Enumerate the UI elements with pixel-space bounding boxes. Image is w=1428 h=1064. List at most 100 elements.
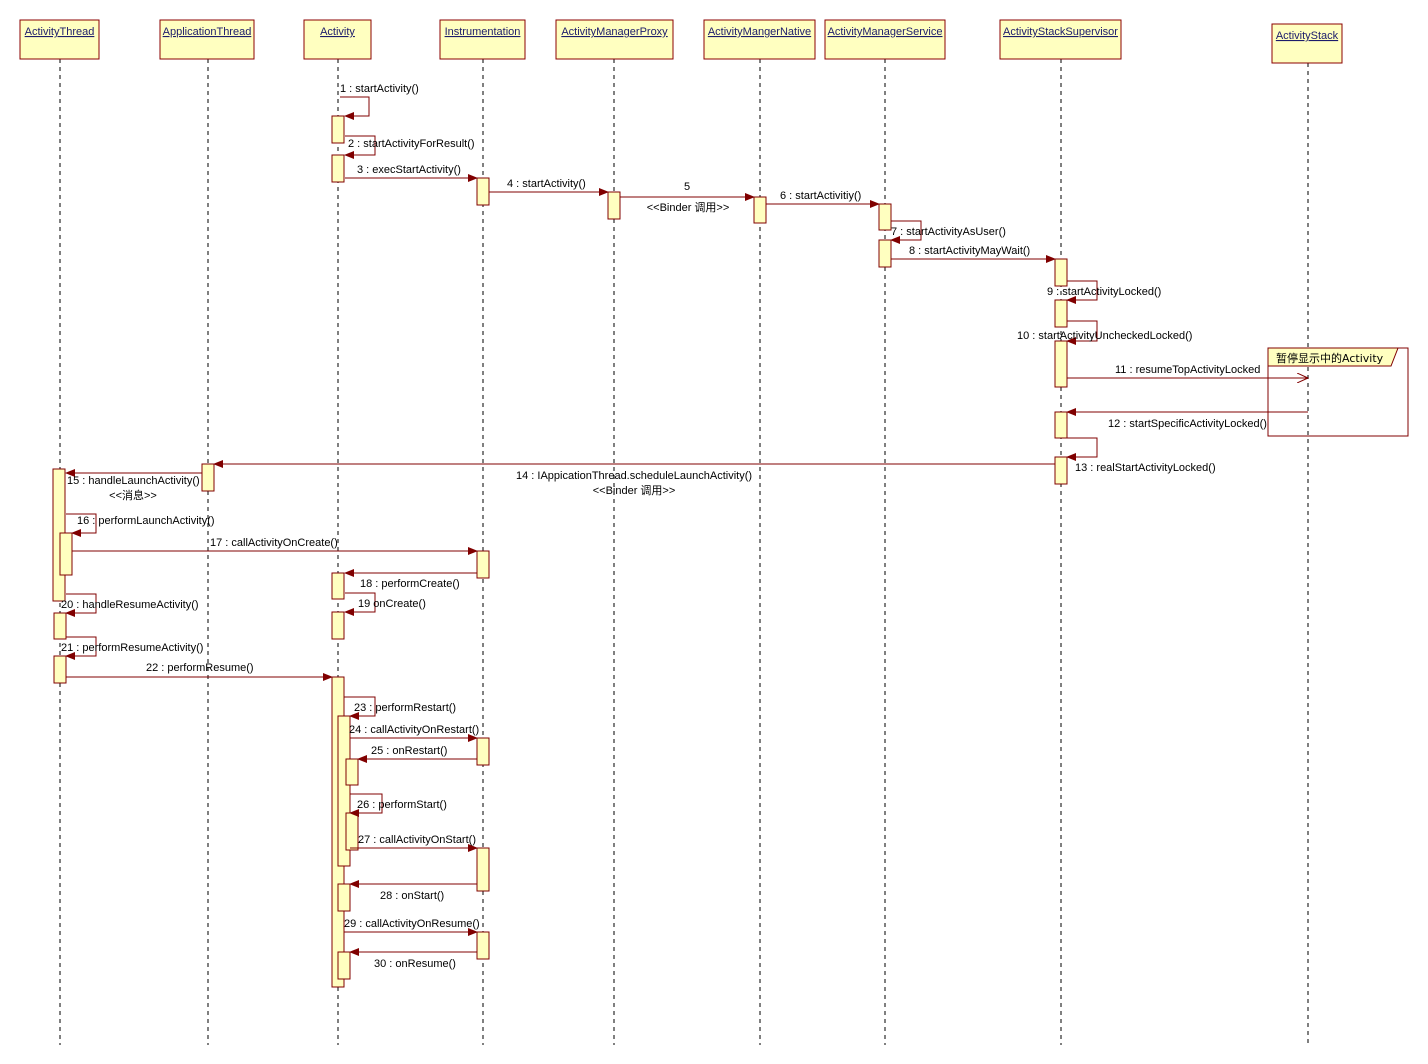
message-15[interactable]: 15 : handleLaunchActivity()<<消息>> [65, 469, 202, 502]
message-arrow [65, 636, 97, 660]
participant-amp[interactable]: ActivityManagerProxy [555, 19, 674, 60]
activation-bar-act-0 [331, 115, 345, 144]
participant-name: ApplicationThread [163, 26, 252, 38]
message-label: 17 : callActivityOnCreate() [210, 537, 338, 549]
message-arrow [1066, 437, 1098, 461]
message-6[interactable]: 6 : startActivitiy() [766, 190, 880, 208]
message-arrow [890, 220, 922, 244]
participant-name: ActivityStack [1276, 30, 1339, 42]
participant-ass[interactable]: ActivityStackSupervisor [999, 19, 1122, 60]
message-17[interactable]: 17 : callActivityOnCreate() [72, 537, 478, 555]
message-label: 15 : handleLaunchActivity() [67, 475, 200, 487]
activation-bar-act-19 [331, 611, 345, 640]
activation-bar-amp-3 [607, 191, 621, 220]
message-label: 16 : performLaunchActivity() [77, 515, 215, 527]
participant-name: ActivityMangerNative [708, 26, 811, 38]
message-label: 5 [684, 181, 690, 193]
message-14[interactable]: 14 : IAppicationThread.scheduleLaunchAct… [213, 460, 1055, 497]
activation-bar-ins-17 [476, 550, 490, 579]
message-21[interactable]: 21 : performResumeActivity() [61, 636, 203, 660]
participant-act[interactable]: Activity [303, 19, 372, 60]
activation-bar-ins-28 [476, 931, 490, 960]
message-16[interactable]: 16 : performLaunchActivity() [66, 513, 215, 537]
message-label: 3 : execStartActivity() [357, 164, 461, 176]
message-label: 27 : callActivityOnStart() [358, 834, 476, 846]
participant-at[interactable]: ActivityThread [19, 19, 100, 60]
participant-name: ActivityThread [25, 26, 95, 38]
message-label: 4 : startActivity() [507, 178, 586, 190]
message-arrow [349, 793, 383, 817]
participant-name: ActivityManagerService [828, 26, 943, 38]
participant-as[interactable]: ActivityStack [1271, 23, 1343, 64]
message-23[interactable]: 23 : performRestart() [344, 696, 456, 720]
message-28[interactable]: 28 : onStart() [349, 880, 477, 902]
message-label: 18 : performCreate() [360, 578, 460, 590]
activation-bar-apt-12 [201, 463, 215, 492]
message-label: 2 : startActivityForResult() [348, 138, 475, 150]
message-3[interactable]: 3 : execStartActivity() [345, 164, 478, 182]
message-12[interactable]: 12 : startSpecificActivityLocked() [1066, 408, 1308, 430]
message-label: 26 : performStart() [357, 799, 447, 811]
message-19[interactable]: 19 onCreate() [344, 592, 426, 616]
message-18[interactable]: 18 : performCreate() [344, 569, 477, 590]
activation-bar-ass-10 [1054, 411, 1068, 439]
activation-bar-act-25 [337, 951, 351, 980]
message-label: 14 : IAppicationThread.scheduleLaunchAct… [516, 470, 752, 482]
message-1[interactable]: 1 : startActivity() [340, 83, 419, 120]
message-10[interactable]: 10 : startActivityUncheckedLocked() [1017, 320, 1192, 345]
message-13[interactable]: 13 : realStartActivityLocked() [1066, 437, 1216, 474]
participant-box [555, 19, 674, 60]
message-label: 9 : startActivityLocked() [1047, 286, 1161, 298]
message-4[interactable]: 4 : startActivity() [489, 178, 609, 196]
activation-bar-act-24 [337, 883, 351, 912]
activation-bar-ins-2 [476, 177, 490, 206]
participant-name: ActivityStackSupervisor [1003, 26, 1118, 38]
message-label: 22 : performResume() [146, 662, 254, 674]
message-8[interactable]: 8 : startActivityMayWait() [891, 245, 1056, 263]
message-30[interactable]: 30 : onResume() [349, 948, 477, 970]
message-arrow [344, 135, 376, 159]
participant-amn[interactable]: ActivityMangerNative [703, 19, 816, 60]
message-stereotype: <<Binder 调用>> [593, 484, 676, 497]
message-label: 25 : onRestart() [371, 745, 447, 757]
message-label: 10 : startActivityUncheckedLocked() [1017, 330, 1192, 342]
participant-apt[interactable]: ApplicationThread [159, 19, 255, 60]
message-label: 13 : realStartActivityLocked() [1075, 462, 1216, 474]
message-label: 11 : resumeTopActivityLocked [1115, 364, 1260, 376]
activation-bar-ass-7 [1054, 258, 1068, 287]
message-2[interactable]: 2 : startActivityForResult() [344, 135, 475, 159]
message-arrow [340, 96, 370, 120]
message-25[interactable]: 25 : onRestart() [357, 745, 477, 763]
message-label: 28 : onStart() [380, 890, 444, 902]
participant-ams[interactable]: ActivityManagerService [824, 19, 946, 60]
activation-bar-ass-9 [1054, 340, 1068, 388]
message-stereotype: <<Binder 调用>> [647, 201, 730, 214]
participant-box [19, 19, 100, 60]
message-26[interactable]: 26 : performStart() [349, 793, 447, 817]
message-arrow [1066, 280, 1098, 304]
message-9[interactable]: 9 : startActivityLocked() [1047, 280, 1161, 304]
activation-bar-ams-6 [878, 239, 892, 268]
message-11[interactable]: 11 : resumeTopActivityLocked [1067, 364, 1308, 378]
message-22[interactable]: 22 : performResume() [66, 662, 333, 681]
participant-ins[interactable]: Instrumentation [439, 19, 526, 60]
message-label: 8 : startActivityMayWait() [909, 245, 1030, 257]
participant-box [824, 19, 946, 60]
message-5[interactable]: 5 <<Binder 调用>> [620, 181, 755, 214]
message-24[interactable]: 24 : callActivityOnRestart() [349, 724, 479, 742]
participant-box [1271, 23, 1343, 64]
message-27[interactable]: 27 : callActivityOnStart() [350, 834, 478, 852]
message-arrow [65, 593, 97, 617]
participant-box [999, 19, 1122, 60]
message-7[interactable]: 7 : startActivityAsUser() [890, 220, 1006, 244]
message-29[interactable]: 29 : callActivityOnResume() [344, 918, 480, 936]
message-20[interactable]: 20 : handleResumeActivity() [61, 593, 199, 617]
message-label: 7 : startActivityAsUser() [891, 226, 1006, 238]
message-label: 23 : performRestart() [354, 702, 456, 714]
message-label: 6 : startActivitiy() [780, 190, 861, 202]
activation-bar-at-14 [59, 532, 73, 576]
message-label: 20 : handleResumeActivity() [61, 599, 199, 611]
message-label: 19 onCreate() [358, 598, 426, 610]
message-label: 29 : callActivityOnResume() [344, 918, 480, 930]
